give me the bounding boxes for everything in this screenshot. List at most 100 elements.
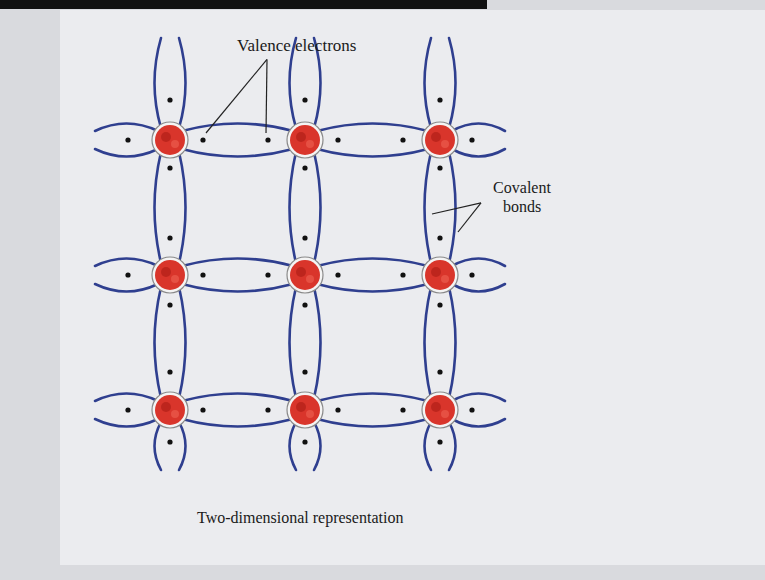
valence-electron <box>335 407 340 412</box>
bond-line <box>314 287 321 398</box>
valence-electron-dots <box>125 97 474 444</box>
bond-line <box>155 152 162 263</box>
atom-highlight <box>171 140 179 148</box>
valence-electron <box>302 97 307 102</box>
leader-line <box>206 59 267 133</box>
bond-line <box>182 419 293 427</box>
bond-line <box>449 287 456 398</box>
bond-line <box>452 259 505 267</box>
atom-ring <box>422 257 458 293</box>
bond-line <box>182 149 293 157</box>
valence-electron <box>167 97 172 102</box>
valence-electron <box>335 137 340 142</box>
valence-electron <box>200 272 205 277</box>
bond-line <box>452 394 505 402</box>
valence-electron <box>265 137 270 142</box>
valence-electron <box>265 272 270 277</box>
valence-electron <box>125 137 130 142</box>
bond-line <box>155 422 162 470</box>
atom-core <box>155 125 185 155</box>
bond-line <box>425 38 432 128</box>
valence-electron <box>167 302 172 307</box>
atom-core <box>155 260 185 290</box>
callout-label: Covalent bonds <box>484 178 560 216</box>
atom-highlight <box>171 275 179 283</box>
leader-line <box>266 59 267 133</box>
bond-line <box>425 422 432 470</box>
bond-line <box>182 124 293 132</box>
bond-line <box>179 287 186 398</box>
atom-highlight <box>441 275 449 283</box>
bond-line <box>449 38 456 128</box>
bond-line <box>179 422 186 470</box>
bond-line <box>95 419 158 427</box>
valence-electron <box>167 235 172 240</box>
atom-ring <box>152 392 188 428</box>
callout-label: Valence electrons <box>237 36 356 56</box>
atom-highlight <box>441 410 449 418</box>
atom-shade <box>431 132 441 142</box>
valence-electron <box>400 137 405 142</box>
bond-line <box>95 124 158 132</box>
atom-ring <box>422 122 458 158</box>
valence-electron <box>125 272 130 277</box>
valence-electron <box>400 407 405 412</box>
valence-electron <box>437 165 442 170</box>
atom-core <box>290 260 320 290</box>
atom-cores <box>152 122 458 428</box>
bond-line <box>95 394 158 402</box>
bond-line <box>317 149 428 157</box>
valence-electron <box>302 165 307 170</box>
bond-line <box>314 422 321 470</box>
bond-line <box>179 38 186 128</box>
atom-highlight <box>306 275 314 283</box>
bond-line <box>290 287 297 398</box>
atom-shade <box>431 402 441 412</box>
valence-electron <box>302 235 307 240</box>
paper-sheet <box>60 10 765 565</box>
atom-ring <box>152 257 188 293</box>
atom-highlight <box>306 140 314 148</box>
bond-line <box>314 152 321 263</box>
bond-line <box>95 149 158 157</box>
bond-line <box>317 259 428 267</box>
bond-line <box>182 394 293 402</box>
valence-electron <box>167 165 172 170</box>
leader-line <box>458 203 481 232</box>
atom-highlight <box>171 410 179 418</box>
covalent-bond-lines <box>95 38 505 470</box>
atom-ring <box>287 257 323 293</box>
bond-line <box>452 419 505 427</box>
valence-electron <box>265 407 270 412</box>
bond-line <box>452 284 505 292</box>
atom-ring <box>422 392 458 428</box>
valence-electron <box>400 272 405 277</box>
valence-electron <box>437 97 442 102</box>
bond-line <box>452 149 505 157</box>
atom-shade <box>161 132 171 142</box>
atom-shade <box>161 402 171 412</box>
atom-ring <box>287 122 323 158</box>
bond-line <box>179 152 186 263</box>
atom-shade <box>296 132 306 142</box>
bond-line <box>452 124 505 132</box>
bond-line <box>317 394 428 402</box>
bond-line <box>317 419 428 427</box>
atom-core <box>425 260 455 290</box>
bond-line <box>317 284 428 292</box>
atom-core <box>425 125 455 155</box>
bond-line <box>182 259 293 267</box>
bond-line <box>290 152 297 263</box>
bond-line <box>155 38 162 128</box>
valence-electron <box>302 439 307 444</box>
atom-core <box>290 125 320 155</box>
valence-electron <box>437 439 442 444</box>
atom-shade <box>296 402 306 412</box>
atom-core <box>425 395 455 425</box>
figure-caption: Two-dimensional representation <box>197 508 403 527</box>
bond-line <box>425 152 432 263</box>
valence-electron <box>437 369 442 374</box>
atom-shade <box>431 267 441 277</box>
bond-line <box>317 124 428 132</box>
